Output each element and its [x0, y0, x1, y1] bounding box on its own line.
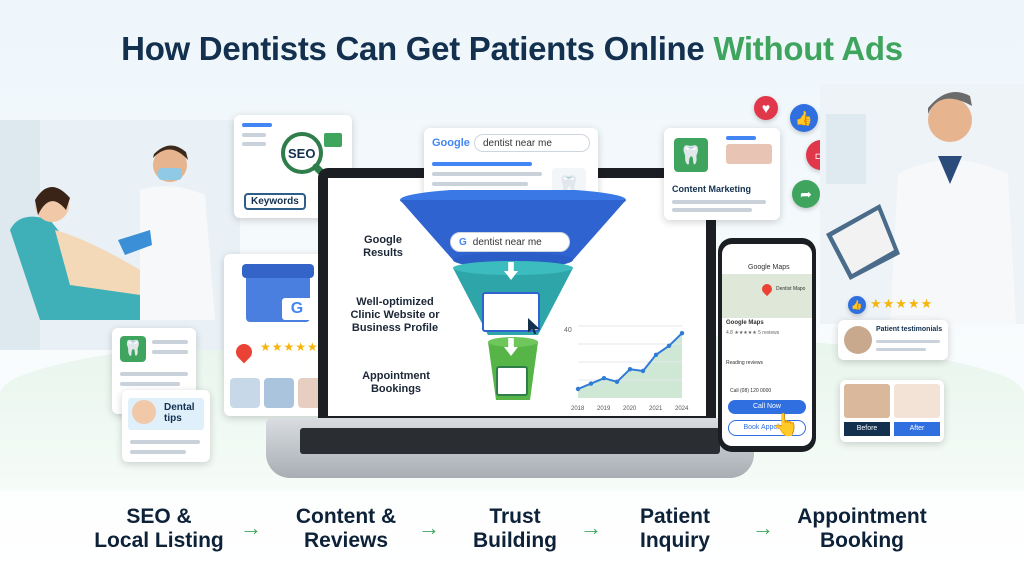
smile-photo — [726, 144, 772, 164]
before-after-card: Before After — [840, 380, 944, 442]
seo-keywords-card: SEO Keywords — [234, 115, 352, 218]
tooth-icon-green: 🦷 — [674, 138, 708, 172]
hand-pointer-icon: 👆 — [772, 412, 800, 437]
chart-up-icon — [324, 133, 342, 147]
panel-title: Google Maps — [726, 320, 764, 326]
chart-point — [653, 352, 659, 357]
funnel-label-website: Well-optimized Clinic Website or Busines… — [350, 296, 440, 334]
search-query: dentist near me — [483, 137, 552, 149]
chart-xtick-label: 2020 — [623, 406, 637, 412]
teeth-before-photo — [844, 384, 890, 418]
panel-rating: 4.8 ★★★★★ 5 reviews — [726, 330, 780, 336]
funnel-search-query: dentist near me — [472, 236, 542, 248]
title-accent: Without Ads — [713, 30, 903, 67]
chart-xtick-label: 2019 — [597, 406, 611, 412]
like-icon-small: 👍 — [848, 296, 866, 314]
arrow-icon: → — [240, 515, 262, 540]
step-seo-local-listing: SEO &Local Listing — [94, 505, 224, 552]
step-content-reviews: Content &Reviews — [295, 505, 397, 552]
g-icon: G — [459, 236, 467, 248]
chart-point — [666, 343, 672, 348]
chart-point — [614, 379, 620, 384]
testimonial-stars: ★★★★★ — [870, 296, 934, 311]
growth-chart: 40 2018 2019 2020 2021 2024 — [564, 325, 689, 412]
seo-label: SEO — [288, 146, 316, 161]
chart-point — [601, 376, 607, 381]
content-marketing-card: 🦷 Content Marketing — [664, 128, 780, 220]
search-bar[interactable]: dentist near me — [474, 134, 590, 152]
dentist-clipboard-illustration — [820, 84, 1024, 324]
arrow-icon: → — [752, 515, 774, 540]
arrow-icon: → — [418, 515, 440, 540]
chart-point — [575, 386, 581, 392]
calendar-icon — [496, 366, 528, 396]
before-label: Before — [844, 422, 890, 436]
dental-tips-card: Dental tips — [122, 390, 210, 462]
staff-photo-1 — [230, 378, 260, 408]
phone-app-title: Google Maps — [748, 264, 790, 271]
location-pin-icon — [232, 340, 256, 364]
chart-xtick-label: 2021 — [649, 406, 663, 412]
teeth-after-photo — [894, 384, 940, 418]
book-appointment-button[interactable]: Book Appoint... — [728, 420, 806, 436]
chart-point — [640, 368, 646, 374]
map-pin-label: Dentist Mapo — [776, 286, 806, 292]
chart-xtick-label: 2024 — [675, 406, 689, 412]
chart-xtick-label: 2018 — [571, 406, 585, 412]
panel-reviews: Reading reviews — [726, 360, 763, 366]
store-awning — [242, 264, 314, 278]
after-label: After — [894, 422, 940, 436]
staff-photo-2 — [264, 378, 294, 408]
panel-phone: Call (08) 120 0000 — [730, 388, 772, 394]
arrow-icon: → — [580, 515, 602, 540]
call-now-button[interactable]: Call Now — [728, 400, 806, 414]
rating-stars: ★★★★★ — [260, 340, 319, 354]
laptop-keyboard — [300, 428, 720, 454]
business-profile-card: G ★★★★★ — [224, 254, 336, 416]
dentist-scene-illustration — [0, 120, 240, 350]
chart-ytick-label: 40 — [564, 327, 572, 334]
phone-screen: Google Maps Dentist Mapo Google Maps 4.8… — [722, 244, 812, 446]
chart-point — [679, 331, 685, 336]
person-avatar — [132, 400, 156, 424]
funnel-label-google-results: Google Results — [363, 234, 403, 259]
content-marketing-label: Content Marketing — [672, 184, 752, 194]
dental-tips-label: Dental tips — [164, 402, 195, 424]
patient-avatar — [844, 326, 872, 354]
title-main: How Dentists Can Get Patients Online — [121, 30, 705, 67]
chart-area — [578, 333, 682, 398]
chart-point — [588, 381, 594, 386]
keywords-badge: Keywords — [244, 193, 306, 210]
thumbs-up-icon: 👍 — [790, 104, 818, 132]
g-badge: G — [282, 298, 312, 320]
chart-point — [627, 367, 633, 372]
google-logo: Google — [432, 137, 470, 149]
funnel-label-bookings: Appointment Bookings — [362, 370, 430, 395]
tooth-icon: 🦷 — [120, 336, 146, 362]
page-title: How Dentists Can Get Patients Online Wit… — [0, 30, 1024, 68]
share-icon: ➦ — [792, 180, 820, 208]
patient-testimonial-card: Patient testimonials — [838, 320, 948, 360]
heart-icon: ♥ — [754, 96, 778, 120]
testimonial-label: Patient testimonials — [876, 326, 943, 333]
funnel-search-bar[interactable]: G dentist near me — [450, 232, 570, 252]
